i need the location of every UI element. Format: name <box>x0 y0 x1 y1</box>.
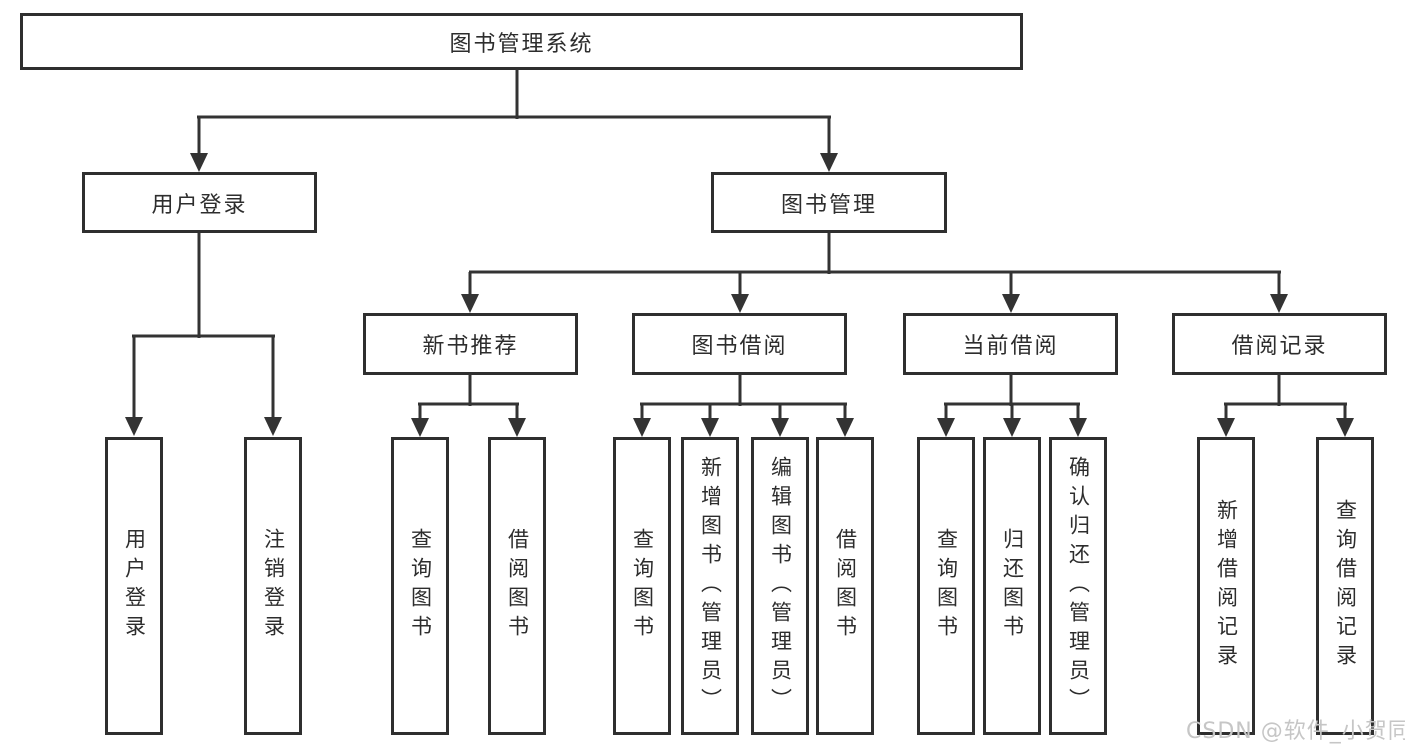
connector-line <box>1224 402 1347 406</box>
node-root-library-system: 图书管理系统 <box>20 13 1023 70</box>
leaf-query-books-recommend: 查询图书 <box>391 437 449 735</box>
connector-line <box>197 115 831 119</box>
leaf-confirm-return-admin: 确认归还（管理员） <box>1049 437 1107 735</box>
node-book-borrowing: 图书借阅 <box>632 313 847 375</box>
node-label: 新增借阅记录 <box>1214 499 1239 673</box>
connector-line <box>468 272 472 296</box>
connector-line <box>418 404 422 420</box>
leaf-add-borrow-record: 新增借阅记录 <box>1197 437 1255 735</box>
connector-line <box>197 233 201 338</box>
arrowhead-down-icon <box>731 294 749 313</box>
node-new-book-recommend: 新书推荐 <box>363 313 578 375</box>
node-label: 编辑图书（管理员） <box>768 455 793 717</box>
arrowhead-down-icon <box>1069 418 1087 437</box>
arrowhead-down-icon <box>508 418 526 437</box>
connector-line <box>1076 404 1080 420</box>
connector-line <box>197 117 201 155</box>
connector-line <box>132 334 275 338</box>
arrowhead-down-icon <box>836 418 854 437</box>
node-borrowing-records: 借阅记录 <box>1172 313 1387 375</box>
arrowhead-down-icon <box>1003 418 1021 437</box>
connector-line <box>418 402 519 406</box>
node-label: 借阅图书 <box>833 528 858 644</box>
connector-line <box>944 404 948 420</box>
connector-line <box>1010 404 1014 420</box>
node-label: 查询借阅记录 <box>1333 499 1358 673</box>
connector-line <box>1009 374 1013 406</box>
leaf-add-book-admin: 新增图书（管理员） <box>681 437 739 735</box>
connector-line <box>708 404 712 420</box>
leaf-query-books-borrowing: 查询图书 <box>613 437 671 735</box>
node-label: 查询图书 <box>630 528 655 644</box>
node-label: 借阅图书 <box>505 528 530 644</box>
leaf-query-books-current: 查询图书 <box>917 437 975 735</box>
node-label: 查询图书 <box>934 528 959 644</box>
arrowhead-down-icon <box>771 418 789 437</box>
connector-line <box>827 117 831 155</box>
node-label: 用户登录 <box>151 192 248 218</box>
connector-line <box>515 69 519 119</box>
arrowhead-down-icon <box>264 417 282 436</box>
node-label: 新书推荐 <box>422 334 519 359</box>
arrowhead-down-icon <box>190 153 208 172</box>
connector-line <box>827 233 831 274</box>
arrowhead-down-icon <box>1002 294 1020 313</box>
connector-line <box>738 374 742 406</box>
connector-line <box>640 402 847 406</box>
node-label: 用户登录 <box>122 528 147 644</box>
node-current-borrowing: 当前借阅 <box>903 313 1118 375</box>
connector-line <box>132 336 136 419</box>
node-label: 当前借阅 <box>962 334 1059 359</box>
connector-line <box>843 404 847 420</box>
arrowhead-down-icon <box>125 417 143 436</box>
arrowhead-down-icon <box>1336 418 1354 437</box>
node-label: 注销登录 <box>261 528 286 644</box>
connector-line <box>640 404 644 420</box>
csdn-watermark: CSDN @软件_小贺同学 <box>1186 719 1405 744</box>
node-user-login: 用户登录 <box>82 172 317 233</box>
node-label: 确认归还（管理员） <box>1066 455 1091 717</box>
leaf-query-borrow-record: 查询借阅记录 <box>1316 437 1374 735</box>
connector-line <box>1277 374 1281 406</box>
leaf-logout: 注销登录 <box>244 437 302 735</box>
connector-line <box>515 404 519 420</box>
connector-line <box>1343 404 1347 420</box>
node-label: 借阅记录 <box>1231 334 1328 359</box>
leaf-borrow-books-recommend: 借阅图书 <box>488 437 546 735</box>
arrowhead-down-icon <box>411 418 429 437</box>
arrowhead-down-icon <box>937 418 955 437</box>
arrowhead-down-icon <box>461 294 479 313</box>
leaf-user-login: 用户登录 <box>105 437 163 735</box>
arrowhead-down-icon <box>633 418 651 437</box>
connector-line <box>469 270 1281 274</box>
connector-line <box>778 404 782 420</box>
arrowhead-down-icon <box>1217 418 1235 437</box>
arrowhead-down-icon <box>820 153 838 172</box>
node-book-management: 图书管理 <box>711 172 947 233</box>
node-label: 查询图书 <box>408 528 433 644</box>
leaf-return-books: 归还图书 <box>983 437 1041 735</box>
node-label: 图书借阅 <box>691 334 788 359</box>
leaf-borrow-books-borrowing: 借阅图书 <box>816 437 874 735</box>
node-label: 图书管理系统 <box>449 31 594 57</box>
connector-line <box>1224 404 1228 420</box>
connector-line <box>1277 272 1281 296</box>
node-label: 图书管理 <box>780 192 877 218</box>
node-label: 归还图书 <box>1000 528 1025 644</box>
connector-line <box>468 374 472 406</box>
leaf-edit-book-admin: 编辑图书（管理员） <box>751 437 809 735</box>
connector-line <box>1009 272 1013 296</box>
arrowhead-down-icon <box>701 418 719 437</box>
connector-line <box>738 272 742 296</box>
arrowhead-down-icon <box>1270 294 1288 313</box>
node-label: 新增图书（管理员） <box>698 455 723 717</box>
connector-line <box>271 336 275 419</box>
